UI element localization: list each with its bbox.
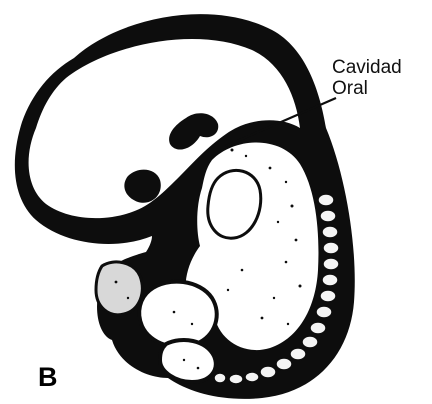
tail-fold xyxy=(160,340,216,382)
label-line-2: Oral xyxy=(332,78,402,99)
heart-prominence xyxy=(208,170,261,238)
label-line-1: Cavidad xyxy=(332,57,402,78)
panel-letter: B xyxy=(38,362,58,392)
oral-cavity-label: Cavidad Oral xyxy=(332,57,402,99)
lower-fold xyxy=(139,282,217,348)
upper-limb-bud xyxy=(96,262,142,315)
